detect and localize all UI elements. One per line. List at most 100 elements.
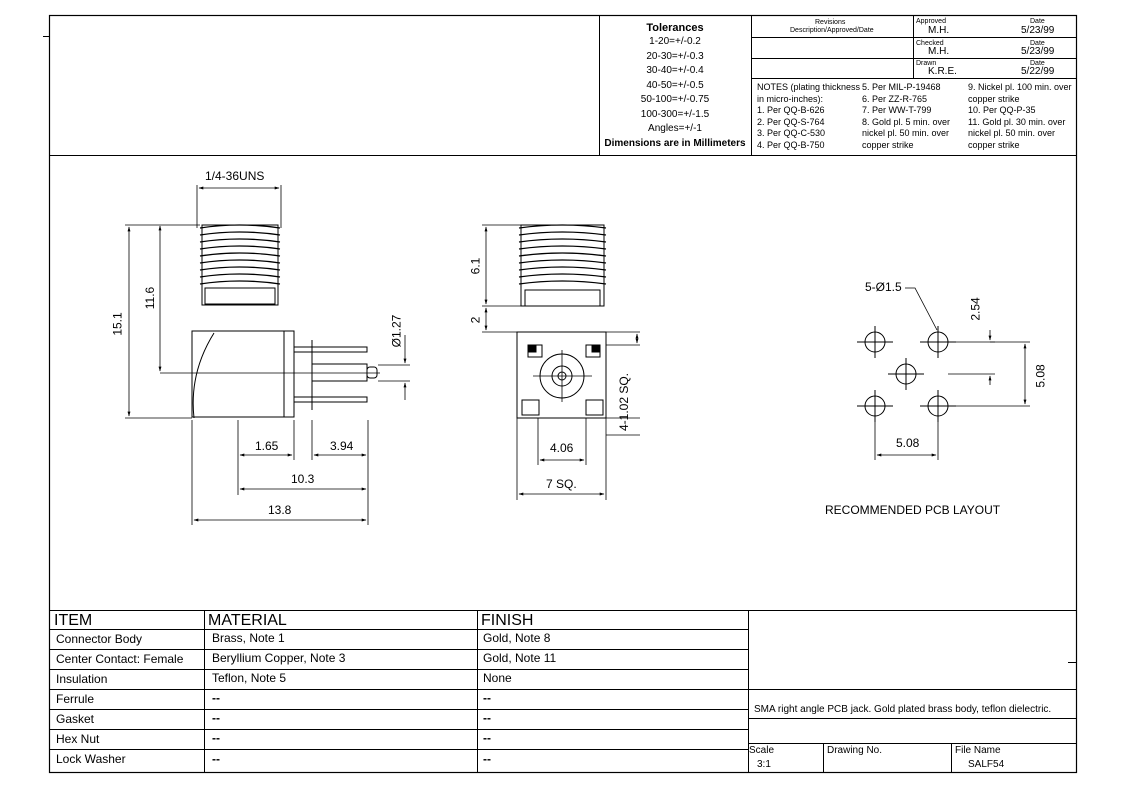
bom-item: Center Contact: Female: [56, 652, 184, 666]
bom-material: Beryllium Copper, Note 3: [212, 651, 346, 665]
dim-2: 2: [468, 316, 483, 324]
dim-holes: 5-Ø1.5: [865, 280, 902, 294]
tolerance-line: 30-40=+/-0.4: [646, 65, 704, 76]
bom-item: Ferrule: [56, 692, 95, 706]
bom-finish: --: [483, 711, 491, 725]
bom-header-item: ITEM: [54, 612, 93, 629]
bom-material: Teflon, Note 5: [212, 671, 287, 685]
bom-finish: --: [483, 691, 491, 705]
bom-finish: None: [483, 671, 512, 685]
note-line: 5. Per MIL-P-19468: [862, 82, 941, 92]
drawn-value: K.R.E.: [928, 66, 957, 77]
drawn-label: Drawn: [916, 60, 937, 67]
note-line: NOTES (plating thickness: [757, 82, 861, 92]
checked-date: 5/23/99: [1021, 46, 1055, 57]
approved-date: 5/23/99: [1021, 25, 1055, 36]
dim-11-6: 11.6: [143, 286, 158, 310]
tolerance-line: Angles=+/-1: [648, 123, 702, 134]
drawing-number-label: Drawing No.: [827, 745, 883, 756]
scale-label: Scale: [749, 745, 775, 756]
pcb-layout: [857, 287, 1030, 460]
dim-thread: 1/4-36UNS: [205, 169, 265, 183]
approved-date-label: Date: [1030, 18, 1045, 25]
note-line: 4. Per QQ-B-750: [757, 139, 825, 150]
checked-value: M.H.: [928, 46, 950, 57]
bom-finish: Gold, Note 11: [483, 651, 557, 665]
bom-finish: --: [483, 752, 491, 766]
drawn-date: 5/22/99: [1021, 66, 1055, 77]
dim-pin-diameter: Ø1.27: [389, 314, 404, 348]
tolerance-line: 20-30=+/-0.3: [646, 50, 704, 62]
bom-material: --: [212, 711, 220, 725]
note-line: 9. Nickel pl. 100 min. over: [968, 82, 1072, 92]
dim-15-1: 15.1: [110, 312, 125, 336]
note-line: 6. Per ZZ-R-765: [862, 93, 928, 104]
revisions-subheader: Description/Approved/Date: [790, 27, 874, 34]
tolerances-units: Dimensions are in Millimeters: [604, 137, 746, 149]
approved-label: Approved: [916, 18, 946, 25]
note-line: 8. Gold pl. 5 min. over: [862, 116, 951, 127]
drawn-date-label: Date: [1030, 60, 1045, 67]
scale-value: 3:1: [757, 759, 771, 770]
note-line: 2. Per QQ-S-764: [757, 116, 825, 127]
note-line: nickel pl. 50 min. over: [968, 128, 1056, 139]
bom-header-finish: FINISH: [481, 612, 534, 629]
note-line: 3. Per QQ-C-530: [757, 128, 826, 139]
bom-item: Hex Nut: [56, 732, 100, 746]
bom-item: Gasket: [56, 712, 95, 726]
bom-finish: Gold, Note 8: [483, 631, 551, 645]
dim-4-06: 4.06: [550, 441, 574, 455]
dim-5-08-vertical: 5.08: [1033, 364, 1048, 388]
dim-1-65: 1.65: [255, 439, 279, 453]
dim-13-8: 13.8: [268, 503, 292, 517]
note-line: 7. Per WW-T-799: [862, 105, 932, 116]
notes-column-3: 9. Nickel pl. 100 min. over copper strik…: [968, 82, 1072, 152]
bom-header-material: MATERIAL: [208, 612, 287, 629]
dim-5-08-horizontal: 5.08: [896, 436, 920, 450]
file-name-value: SALF54: [968, 759, 1005, 770]
pcb-layout-caption: RECOMMENDED PCB LAYOUT: [825, 503, 1001, 517]
front-view: [482, 224, 640, 500]
dim-7-sq: 7 SQ.: [546, 477, 577, 491]
note-line: 11. Gold pl. 30 min. over: [968, 116, 1066, 127]
tolerance-line: 50-100=+/-0.75: [640, 94, 710, 105]
approved-value: M.H.: [928, 25, 950, 36]
bom-item: Insulation: [56, 672, 108, 686]
side-view: [125, 185, 410, 525]
dim-3-94: 3.94: [330, 439, 354, 453]
note-line: in micro-inches):: [757, 93, 824, 104]
tolerance-line: 1-20=+/-0.2: [649, 36, 701, 47]
revisions-header: Revisions: [815, 19, 846, 26]
bom-item: Lock Washer: [56, 752, 126, 766]
notes-column-2: 5. Per MIL-P-19468 6. Per ZZ-R-765 7. Pe…: [862, 82, 950, 152]
note-line: 1. Per QQ-B-626: [757, 105, 825, 116]
dim-6-1: 6.1: [468, 257, 483, 275]
dim-10-3: 10.3: [291, 472, 315, 486]
bom-material: Brass, Note 1: [212, 631, 285, 645]
pcb-hole: [857, 326, 893, 358]
bom-material: --: [212, 691, 220, 705]
tolerance-line: 40-50=+/-0.5: [646, 79, 704, 91]
note-line: 10. Per QQ-P-35: [968, 105, 1036, 116]
dim-4-1-02-sq: 4-1.02 SQ.: [617, 372, 632, 432]
pcb-hole: [888, 358, 924, 390]
part-description: SMA right angle PCB jack. Gold plated br…: [754, 704, 1052, 715]
bom-material: --: [212, 752, 220, 766]
tolerance-line: 100-300=+/-1.5: [640, 108, 710, 120]
dim-2-54: 2.54: [968, 297, 983, 321]
note-line: copper strike: [862, 139, 914, 150]
bom-material: --: [212, 731, 220, 745]
checked-label: Checked: [916, 40, 944, 47]
bom-finish: --: [483, 731, 491, 745]
tolerances-title: Tolerances: [646, 22, 704, 34]
notes-column-1: NOTES (plating thickness in micro-inches…: [757, 82, 860, 152]
file-name-label: File Name: [955, 745, 1001, 756]
tolerances-block: Tolerances 1-20=+/-0.2 20-30=+/-0.3 30-4…: [600, 22, 750, 151]
note-line: copper strike: [968, 139, 1020, 150]
checked-date-label: Date: [1030, 40, 1045, 47]
bom-item: Connector Body: [56, 632, 143, 646]
note-line: nickel pl. 50 min. over: [862, 128, 950, 139]
note-line: copper strike: [968, 93, 1020, 104]
